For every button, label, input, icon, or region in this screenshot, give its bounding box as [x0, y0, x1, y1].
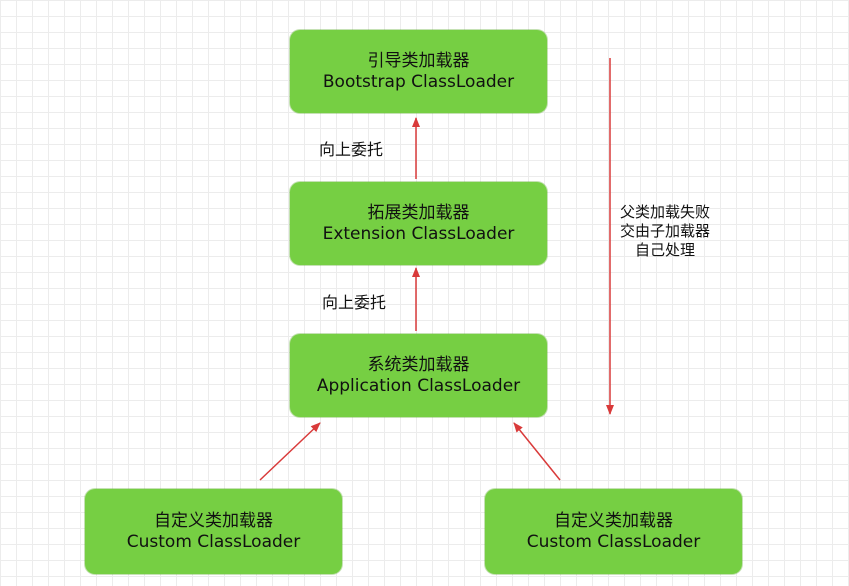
arrow-custom-left-to-application [259, 422, 321, 481]
custom-right-cn-label: 自定义类加载器 [554, 510, 673, 531]
extension-en-label: Extension ClassLoader [322, 223, 515, 244]
application-cn-label: 系统类加载器 [367, 354, 470, 375]
delegate-upward-label-top: 向上委托 [319, 140, 384, 159]
custom-classloader-box-right: 自定义类加载器 Custom ClassLoader [485, 489, 742, 574]
custom-left-en-label: Custom ClassLoader [126, 531, 301, 552]
delegate-upward-label-middle: 向上委托 [322, 293, 387, 312]
fallback-note-line-2: 交由子加载器 [619, 222, 710, 240]
application-classloader-box: 系统类加载器 Application ClassLoader [290, 334, 547, 417]
application-en-label: Application ClassLoader [316, 375, 521, 396]
fallback-note-line-1: 父类加载失败 [619, 203, 710, 221]
custom-right-en-label: Custom ClassLoader [526, 531, 701, 552]
fallback-note-line-3: 自己处理 [634, 241, 695, 259]
bootstrap-en-label: Bootstrap ClassLoader [322, 71, 515, 92]
extension-cn-label: 拓展类加载器 [367, 202, 470, 223]
fallback-note: 父类加载失败 交由子加载器 自己处理 [612, 203, 718, 260]
arrow-custom-right-to-application [513, 422, 561, 481]
custom-left-cn-label: 自定义类加载器 [154, 510, 273, 531]
custom-classloader-box-left: 自定义类加载器 Custom ClassLoader [85, 489, 342, 574]
extension-classloader-box: 拓展类加载器 Extension ClassLoader [290, 182, 547, 265]
bootstrap-classloader-box: 引导类加载器 Bootstrap ClassLoader [290, 30, 547, 113]
bootstrap-cn-label: 引导类加载器 [367, 50, 470, 71]
